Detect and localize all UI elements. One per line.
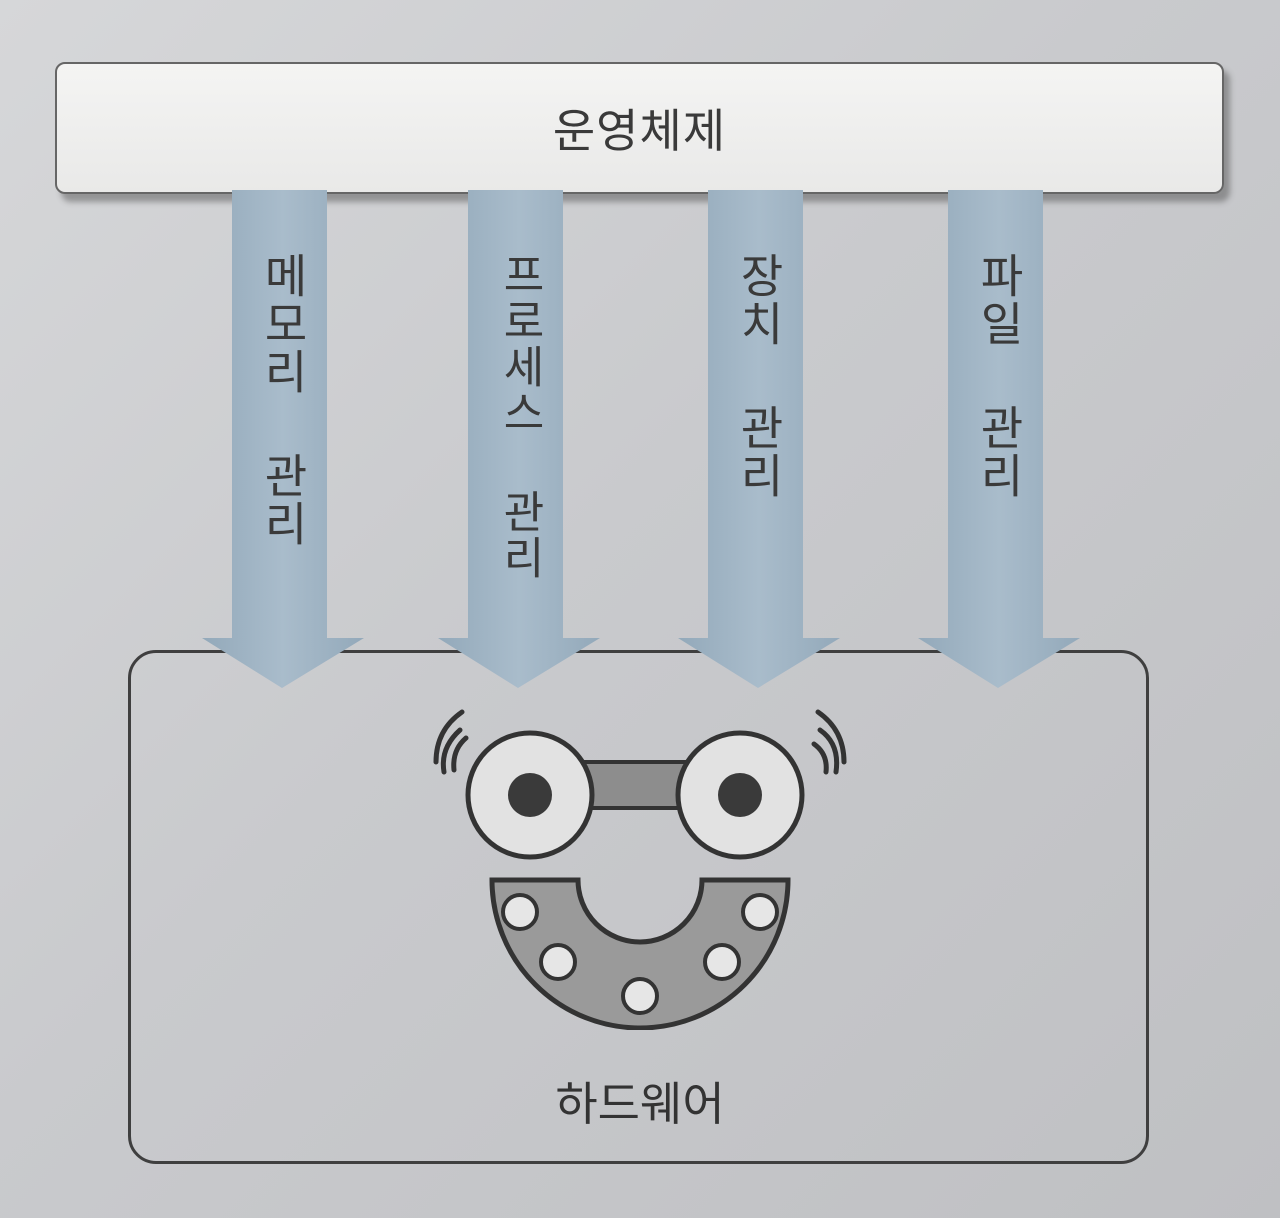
- file-management-arrow: 파일 관리: [918, 190, 1080, 688]
- operating-system-label: 운영체제: [552, 104, 727, 158]
- file-management-label: 파일 관리: [972, 252, 1026, 500]
- vibration-left-icon: [433, 709, 469, 775]
- process-management-arrow: 프로세스 관리: [438, 190, 600, 688]
- memory-management-label: 메모리 관리: [256, 252, 310, 548]
- operating-system-box: 운영체제: [55, 62, 1224, 194]
- process-management-label: 프로세스 관리: [494, 252, 545, 581]
- memory-management-arrow: 메모리 관리: [202, 190, 364, 688]
- device-management-arrow: 장치 관리: [678, 190, 840, 688]
- hardware-label: 하드웨어: [555, 1077, 725, 1131]
- hardware-face-icon: [400, 700, 880, 1031]
- hardware-box: [128, 650, 1149, 1164]
- device-management-label: 장치 관리: [732, 252, 786, 500]
- vibration-right-icon: [811, 709, 847, 775]
